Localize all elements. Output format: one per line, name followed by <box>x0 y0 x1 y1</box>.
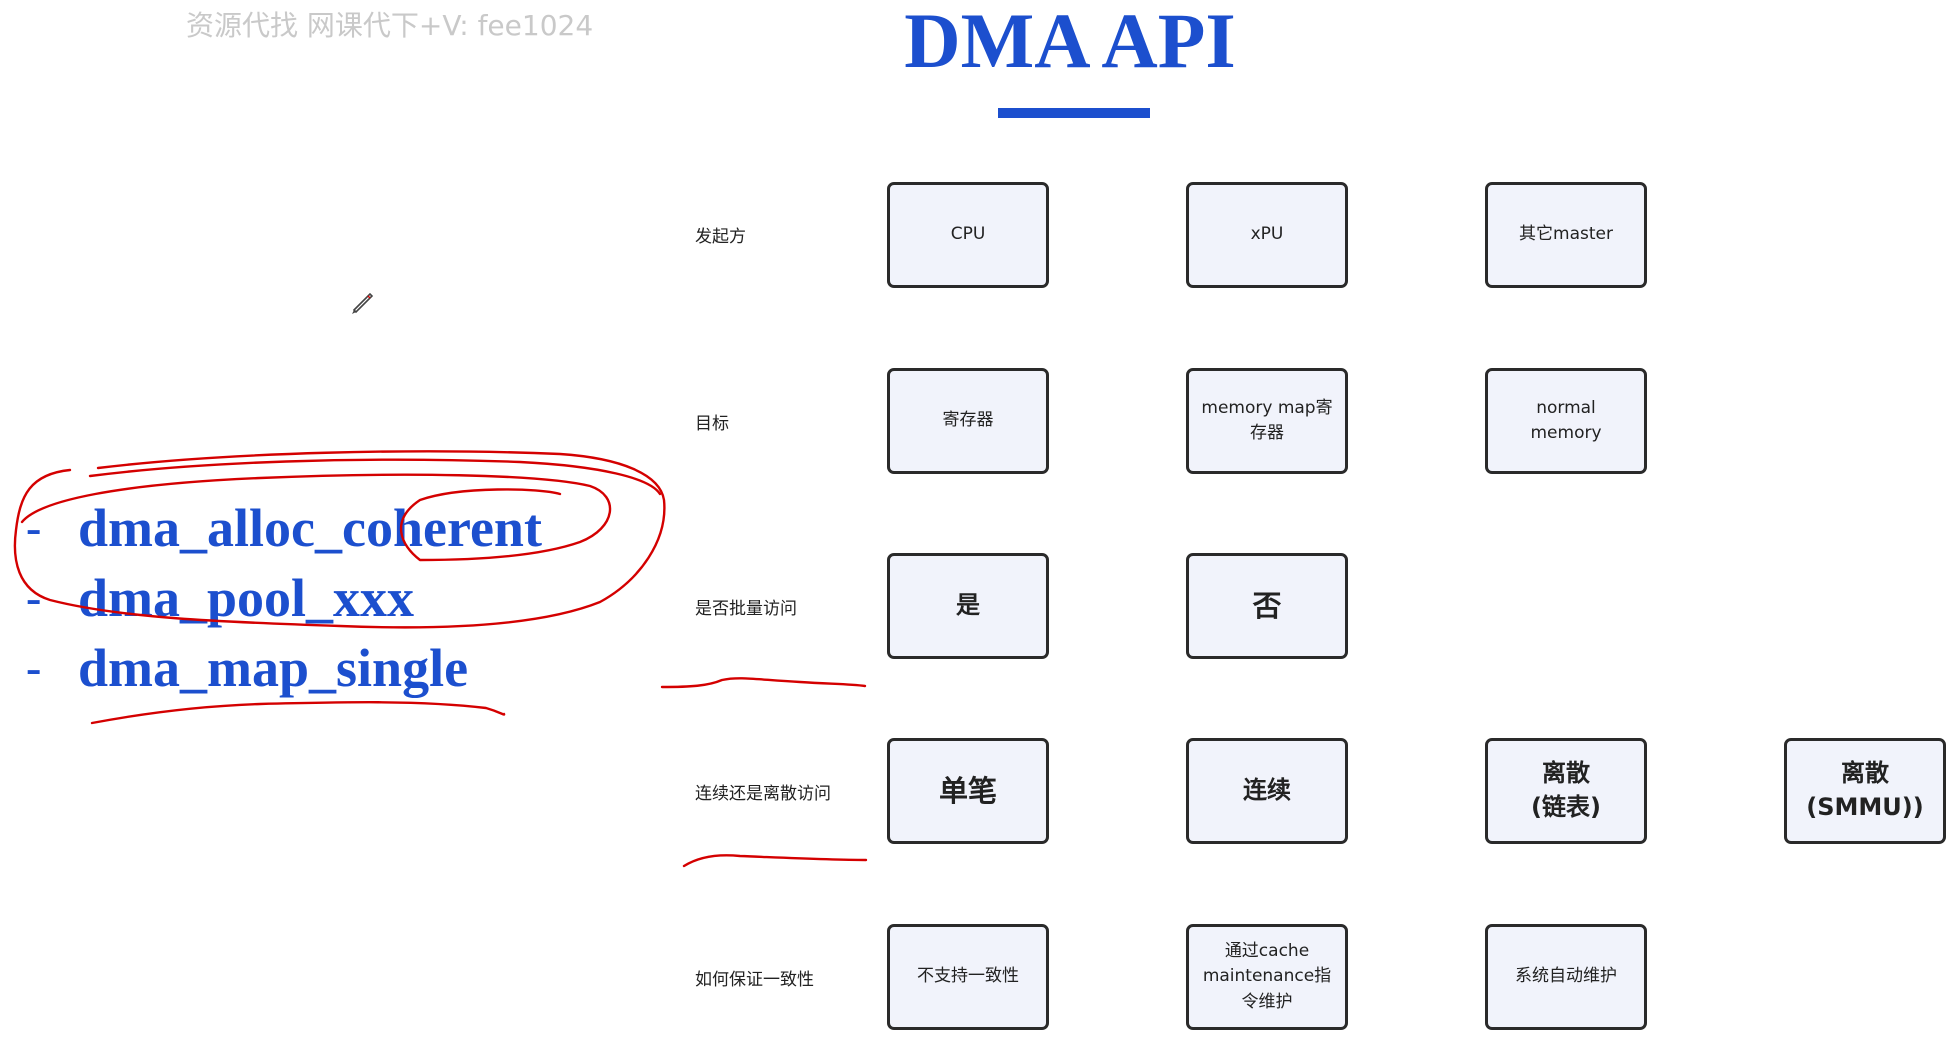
annotation-underline-map-single <box>90 701 506 725</box>
box-cache-maintenance: 通过cache maintenance指 令维护 <box>1186 924 1348 1030</box>
box-contiguous: 连续 <box>1186 738 1348 844</box>
box-memory-map-register: memory map寄 存器 <box>1186 368 1348 474</box>
row-label-initiator: 发起方 <box>695 227 746 247</box>
row-label-target: 目标 <box>695 414 729 434</box>
watermark-text: 资源代找 网课代下+V: fee1024 <box>186 9 594 42</box>
box-no-coherency: 不支持一致性 <box>887 924 1049 1030</box>
box-normal-memory: normal memory <box>1485 368 1647 474</box>
annotation-row-line-bottom <box>682 854 868 868</box>
row-label-coherency: 如何保证一致性 <box>695 970 814 990</box>
row-label-batch-access: 是否批量访问 <box>695 599 797 619</box>
api-name: dma_alloc_coherent <box>78 498 542 558</box>
box-xpu: xPU <box>1186 182 1348 288</box>
box-scattered-linked-list: 离散 (链表) <box>1485 738 1647 844</box>
list-bullet: - <box>26 572 42 623</box>
box-register: 寄存器 <box>887 368 1049 474</box>
box-yes: 是 <box>887 553 1049 659</box>
box-cpu: CPU <box>887 182 1049 288</box>
box-no: 否 <box>1186 553 1348 659</box>
list-bullet: - <box>26 502 42 553</box>
page-title: DMA API <box>904 0 1236 84</box>
box-single: 单笔 <box>887 738 1049 844</box>
api-name: dma_pool_xxx <box>78 568 415 628</box>
pen-cursor-icon <box>352 292 374 314</box>
annotation-sweep <box>88 458 662 496</box>
row-label-access-pattern: 连续还是离散访问 <box>695 784 831 804</box>
api-name: dma_map_single <box>78 638 469 698</box>
title-underline <box>998 108 1150 118</box>
box-scattered-smmu: 离散 (SMMU)) <box>1784 738 1946 844</box>
box-other-master: 其它master <box>1485 182 1647 288</box>
list-bullet: - <box>26 642 42 693</box>
box-system-auto: 系统自动维护 <box>1485 924 1647 1030</box>
annotation-row-line-top <box>660 677 867 689</box>
